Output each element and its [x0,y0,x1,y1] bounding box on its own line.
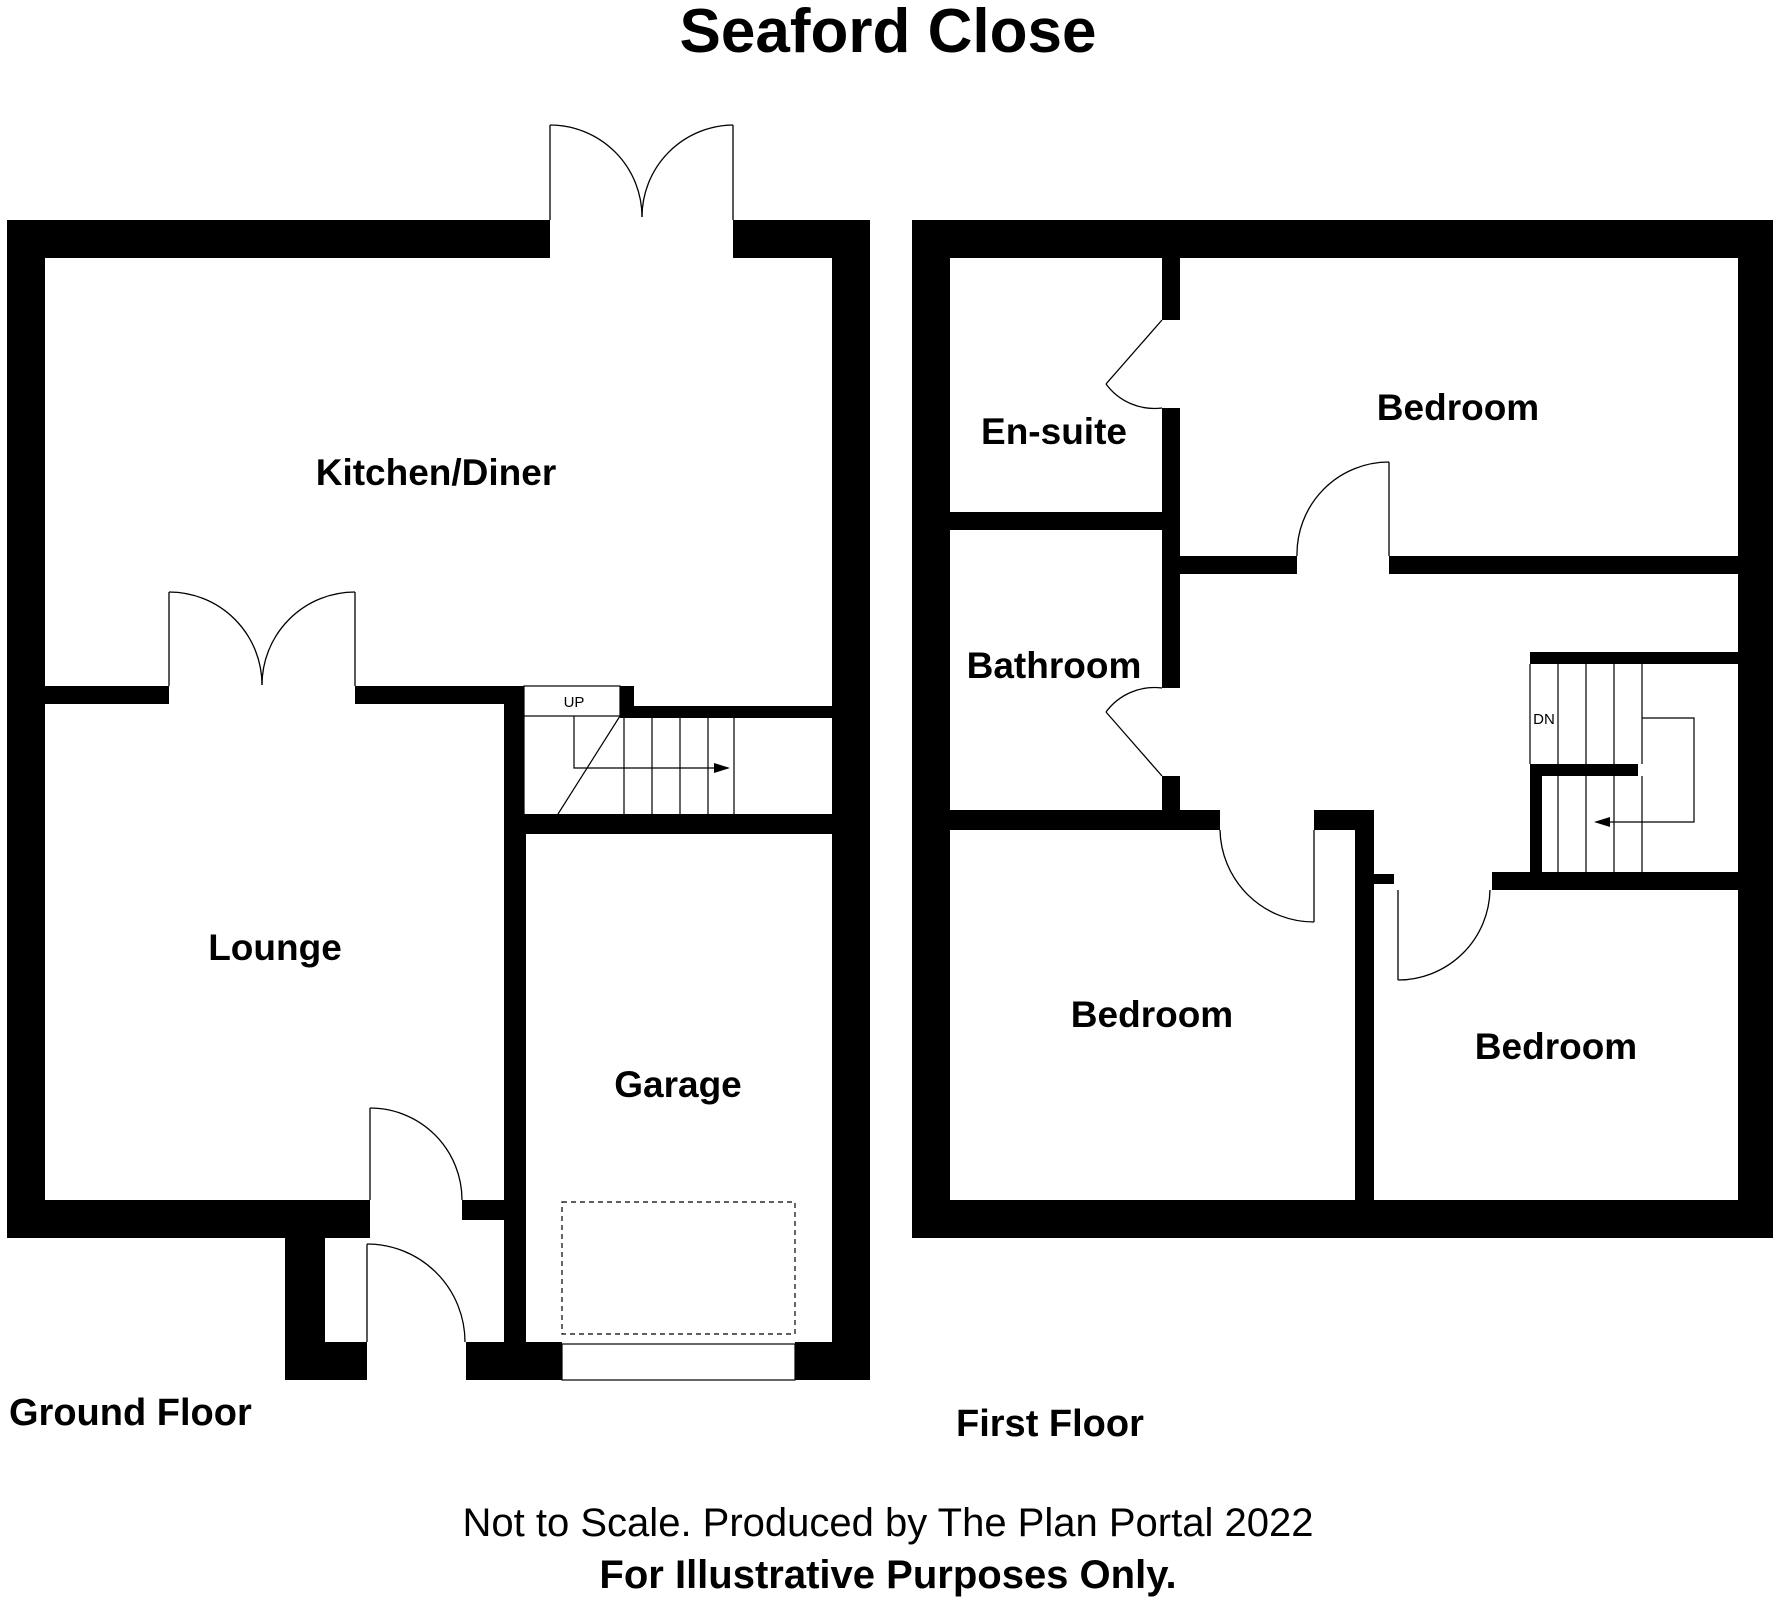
garage-door-outline [561,1201,796,1335]
room-label-bathroom: Bathroom [967,645,1142,686]
bedroom-top-door-icon [1296,461,1390,557]
first-floor-plan: En-suite Bedroom Bathroom Bedroom Bedroo… [912,220,1773,1238]
first-floor-label: First Floor [956,1403,1144,1445]
ground-floor-label: Ground Floor [9,1392,252,1434]
bathroom-door-icon [1105,686,1163,777]
footer-disclaimer: Not to Scale. Produced by The Plan Porta… [462,1501,1314,1545]
stair-label-dn: DN [1533,711,1555,728]
room-label-bedroom-right: Bedroom [1475,1026,1637,1067]
lounge-french-doors-icon [168,591,356,686]
footer-illustrative-note: For Illustrative Purposes Only. [599,1553,1177,1597]
room-label-ensuite: En-suite [981,411,1127,452]
front-door-icon [366,1243,466,1343]
stair-label-up: UP [564,694,585,711]
room-label-kitchen: Kitchen/Diner [316,452,557,493]
ground-staircase [523,685,735,815]
bedroom-right-door-icon [1397,889,1491,981]
stair-arrow-down-icon [1594,817,1610,827]
first-floor-staircase [1529,664,1695,872]
kitchen-french-doors-icon [549,124,734,220]
room-label-garage: Garage [614,1064,742,1105]
stair-arrow-icon [714,763,730,773]
ensuite-door-icon [1105,319,1163,410]
room-label-bedroom-left: Bedroom [1071,994,1233,1035]
lounge-door-icon [369,1107,463,1201]
room-label-lounge: Lounge [208,927,342,968]
ground-floor-plan: Kitchen/Diner Lounge Garage UP [7,124,870,1381]
garage-door [561,1343,796,1381]
bedroom-left-door-icon [1219,829,1315,923]
page-title: Seaford Close [679,0,1097,66]
room-label-bedroom-top: Bedroom [1377,387,1539,428]
ground-floor-walls [7,220,870,1380]
first-floor-walls [912,220,1773,1238]
